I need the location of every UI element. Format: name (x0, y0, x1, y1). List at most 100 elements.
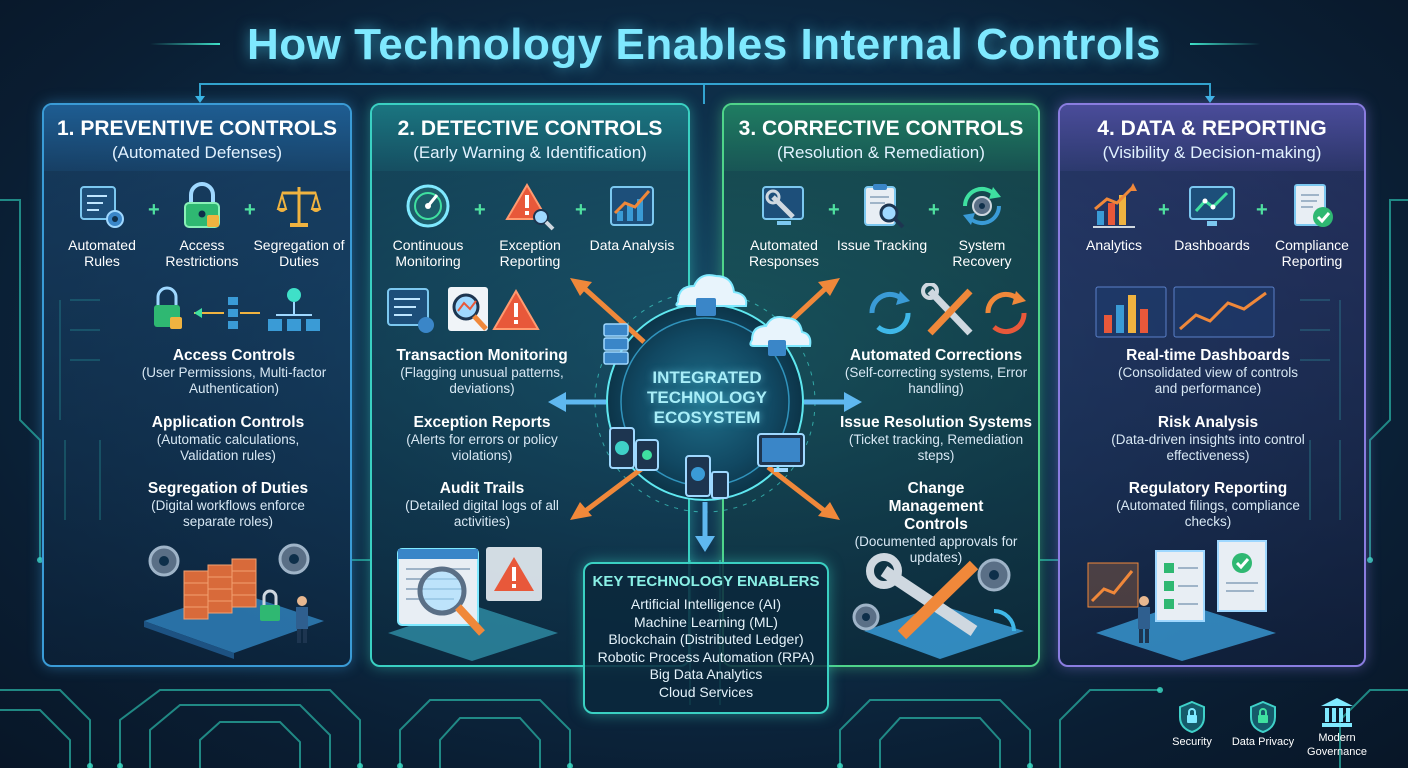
shield-padlock-icon (1250, 700, 1276, 734)
icon-label: Exception Reporting (499, 237, 561, 269)
block-title: Issue Resolution Systems (839, 414, 1033, 431)
icon-item-continuous-monitoring: Continuous Monitoring (378, 177, 478, 269)
icon-label: Dashboards (1174, 237, 1250, 253)
page-title: How Technology Enables Internal Controls (247, 20, 1161, 69)
compliance-docs-illustration (1087, 540, 1276, 661)
enablers-list: Artificial Intelligence (AI) Machine Lea… (585, 596, 827, 701)
plus-icon: + (575, 199, 587, 221)
block-risk-analysis: Risk Analysis (Data-driven insights into… (1108, 414, 1308, 464)
list-item: Big Data Analytics (649, 666, 763, 682)
panel-header: 2. DETECTIVE CONTROLS (Early Warning & I… (372, 105, 688, 171)
automated-corrections-icon (869, 283, 1027, 336)
badge-security: Security (1152, 700, 1232, 748)
icon-row: Automated Rules + Access Restrictions + (44, 177, 350, 277)
badge-label-line-2: Governance (1307, 746, 1367, 758)
icon-label: Data Analysis (589, 237, 675, 253)
panel-subtitle: (Automated Defenses) (111, 143, 283, 162)
icon-label: Compliance Reporting (1275, 237, 1349, 269)
enablers-title: KEY TECHNOLOGY ENABLERS (592, 573, 820, 590)
plus-icon: + (244, 199, 256, 221)
badge-label: Data Privacy (1231, 736, 1295, 748)
block-description: (Self-correcting systems, Error handling… (844, 365, 1028, 396)
padlock-icon (184, 182, 220, 228)
block-application-controls: Application Controls (Automatic calculat… (128, 414, 328, 464)
panel-preventive-controls: 1. PREVENTIVE CONTROLS (Automated Defens… (42, 103, 352, 667)
key-technology-enablers-box: KEY TECHNOLOGY ENABLERS Artificial Intel… (583, 562, 829, 714)
block-issue-resolution-systems: Issue Resolution Systems (Ticket trackin… (836, 414, 1036, 464)
icon-item-compliance-reporting: Compliance Reporting (1262, 177, 1362, 269)
document-check-icon (1294, 184, 1333, 227)
block-change-management-controls: Change Management Controls (Documented a… (836, 480, 1036, 566)
bar-chart-icon (1093, 183, 1137, 228)
icon-label: System Recovery (952, 237, 1012, 269)
panel-title: 4. DATA & REPORTING (1097, 117, 1327, 140)
panel-title: 2. DETECTIVE CONTROLS (397, 117, 663, 140)
reports-charts-icon (1095, 286, 1275, 338)
panel-subtitle: (Resolution & Remediation) (777, 143, 985, 162)
shield-lock-icon (1179, 700, 1205, 734)
panel-subtitle: (Visibility & Decision-making) (1102, 143, 1322, 162)
integrated-ecosystem-label: INTEGRATED TECHNOLOGY ECOSYSTEM (624, 368, 790, 428)
line-chart-icon (610, 186, 654, 226)
plus-icon: + (928, 199, 940, 221)
block-title: Automated Corrections (849, 347, 1023, 364)
tools-illustration (852, 553, 1024, 659)
block-title: Change Management Controls (888, 480, 984, 533)
badge-data-privacy: Data Privacy (1223, 700, 1303, 748)
block-description: (User Permissions, Multi-factor Authenti… (141, 365, 327, 396)
firewall-illustration (144, 543, 324, 659)
list-item: Robotic Process Automation (RPA) (597, 648, 815, 665)
block-segregation-of-duties: Segregation of Duties (Digital workflows… (128, 480, 328, 530)
icon-label: Automated Rules (68, 237, 136, 269)
panel-title: 3. CORRECTIVE CONTROLS (738, 117, 1024, 140)
transaction-monitoring-icon (387, 287, 540, 333)
icon-label: Continuous Monitoring (392, 237, 464, 269)
title-decoration-left (150, 43, 220, 45)
icon-item-data-analysis: Data Analysis (582, 177, 682, 253)
icon-item-analytics: Analytics (1064, 177, 1164, 253)
block-title: Audit Trails (439, 480, 525, 497)
icon-label: Issue Tracking (836, 237, 928, 253)
block-title: Real-time Dashboards (1126, 347, 1290, 364)
panel-title: 1. PREVENTIVE CONTROLS (56, 117, 338, 140)
access-flow-icon (154, 286, 320, 331)
icon-item-automated-responses: Automated Responses (734, 177, 834, 269)
wrench-screen-icon (762, 186, 804, 225)
plus-icon: + (828, 199, 840, 221)
icon-item-issue-tracking: Issue Tracking (832, 177, 932, 253)
block-title: Transaction Monitoring (396, 347, 568, 364)
list-item: Machine Learning (ML) (634, 613, 778, 630)
icon-label: Analytics (1085, 237, 1143, 253)
block-exception-reports: Exception Reports (Alerts for errors or … (382, 414, 582, 464)
block-audit-trails: Audit Trails (Detailed digital logs of a… (382, 480, 582, 530)
plus-icon: + (474, 199, 486, 221)
block-title: Segregation of Duties (147, 480, 309, 497)
integrated-ecosystem-hub (548, 274, 862, 552)
plus-icon: + (148, 199, 160, 221)
plus-icon: + (1256, 199, 1268, 221)
block-description: (Automated filings, compliance checks) (1116, 498, 1300, 529)
block-description: (Ticket tracking, Remediation steps) (848, 432, 1024, 463)
block-automated-corrections: Automated Corrections (Self-correcting s… (836, 347, 1036, 397)
icon-item-segregation-of-duties: Segregation of Duties (249, 177, 349, 269)
panel-header: 4. DATA & REPORTING (Visibility & Decisi… (1060, 105, 1364, 171)
icon-item-automated-rules: Automated Rules (52, 177, 152, 269)
gear-refresh-icon (962, 186, 1002, 226)
block-description: (Data-driven insights into control effec… (1111, 432, 1305, 463)
badge-modern-governance: Modern Governance (1297, 696, 1377, 758)
panel-header: 1. PREVENTIVE CONTROLS (Automated Defens… (44, 105, 350, 171)
badge-label-line-1: Modern (1318, 732, 1356, 744)
block-title: Risk Analysis (1157, 414, 1259, 431)
icon-item-access-restrictions: Access Restrictions (152, 177, 252, 269)
list-item: Blockchain (Distributed Ledger) (608, 631, 804, 647)
center-line-2: TECHNOLOGY (647, 388, 767, 407)
block-title: Access Controls (172, 347, 296, 364)
icon-item-dashboards: Dashboards (1162, 177, 1262, 253)
panel-subtitle: (Early Warning & Identification) (413, 143, 647, 162)
badge-label: Security (1172, 736, 1212, 748)
block-description: (Automatic calculations, Validation rule… (156, 432, 300, 463)
audit-screen-illustration (388, 547, 558, 661)
block-description: (Documented approvals for updates) (854, 534, 1018, 565)
panel-data-reporting: 4. DATA & REPORTING (Visibility & Decisi… (1058, 103, 1366, 667)
scales-icon (276, 187, 322, 227)
